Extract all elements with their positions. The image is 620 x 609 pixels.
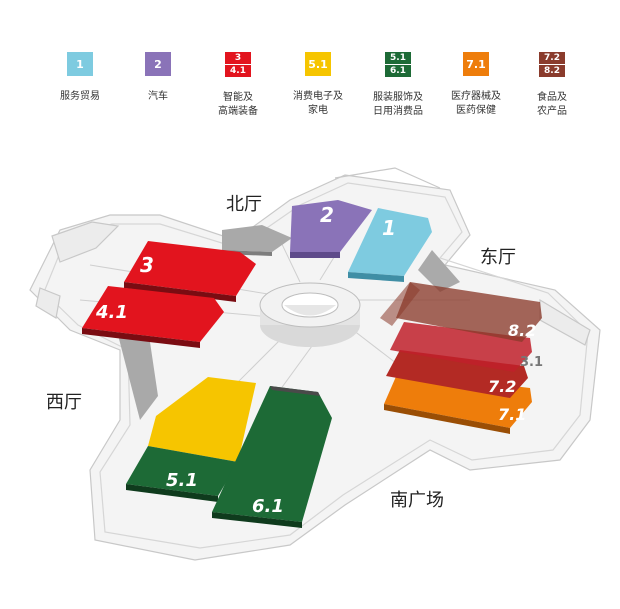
entrance-blocks: [118, 225, 460, 420]
zone-4-1-label: 4.1: [95, 302, 128, 323]
zone-1-shape: [348, 208, 432, 276]
zone-6-1-shape: [212, 386, 332, 522]
legend-code-2: 4.1: [225, 65, 251, 77]
legend-code-2: 8.2: [539, 65, 565, 77]
zone-1[interactable]: 1: [348, 208, 432, 282]
zone-2-shape: [290, 200, 372, 252]
legend-swatch: 1: [67, 52, 93, 76]
zone-8-2[interactable]: 8.2: [380, 282, 542, 342]
zone-5-1[interactable]: 5.1: [126, 377, 256, 502]
zone-3[interactable]: 3: [124, 241, 256, 302]
east-hall-label: 东厅: [480, 247, 516, 268]
legend-code: 7.2: [539, 52, 565, 64]
legend-code: 5.1: [385, 52, 411, 64]
legend-item: 2 汽车: [118, 52, 198, 104]
legend-item: 5.1 消费电子及 家电: [278, 52, 358, 118]
legend-swatch: 5.1: [305, 52, 331, 76]
zone-7-1-label: 7.1: [498, 405, 526, 424]
zone-2-label: 2: [320, 203, 334, 227]
legend-item: 1 服务贸易: [40, 52, 120, 104]
zone-6-1[interactable]: 6.1: [212, 386, 332, 528]
zone-3-1-label: 3.1: [520, 355, 543, 370]
central-ring: [259, 282, 361, 347]
zone-7-2-label: 7.2: [488, 377, 516, 396]
legend-label: 食品及 农产品: [537, 92, 567, 117]
zone-5-1-label: 5.1: [166, 470, 198, 491]
zone-4-1-shape: [82, 286, 224, 342]
zone-5-1-bottom: [126, 446, 238, 496]
zone-1-label: 1: [382, 216, 396, 240]
legend-swatch: 7.1: [463, 52, 489, 76]
legend-label: 智能及 高端装备: [218, 92, 258, 117]
legend-code: 1: [76, 57, 84, 71]
legend-code: 5.1: [308, 57, 328, 71]
south-plaza-label: 南广场: [390, 490, 444, 511]
north-hall-label: 北厅: [226, 194, 262, 215]
zone-8-2-label: 8.2: [508, 321, 536, 340]
zone-6-1-label: 6.1: [252, 496, 284, 517]
legend-code: 2: [154, 57, 162, 71]
legend-swatch: 2: [145, 52, 171, 76]
zone-5-1-top: [148, 377, 256, 462]
legend-code: 7.1: [466, 57, 486, 71]
legend-label: 消费电子及 家电: [293, 91, 343, 116]
legend-code: 3: [225, 52, 251, 64]
zone-3-label: 3: [140, 253, 154, 277]
legend-label: 服装服饰及 日用消费品: [373, 92, 423, 117]
zone-3-shape: [124, 241, 256, 296]
zone-8-2-shape: [396, 282, 542, 342]
zone-4-1[interactable]: 4.1: [82, 286, 224, 348]
legend-label: 服务贸易: [60, 91, 100, 102]
legend-label: 医疗器械及 医药保健: [451, 91, 501, 116]
west-hall-label: 西厅: [46, 392, 82, 413]
legend-code-2: 6.1: [385, 65, 411, 77]
legend-label: 汽车: [148, 91, 168, 102]
zone-2[interactable]: 2: [290, 200, 372, 258]
legend-item: 7.1 医疗器械及 医药保健: [436, 52, 516, 118]
